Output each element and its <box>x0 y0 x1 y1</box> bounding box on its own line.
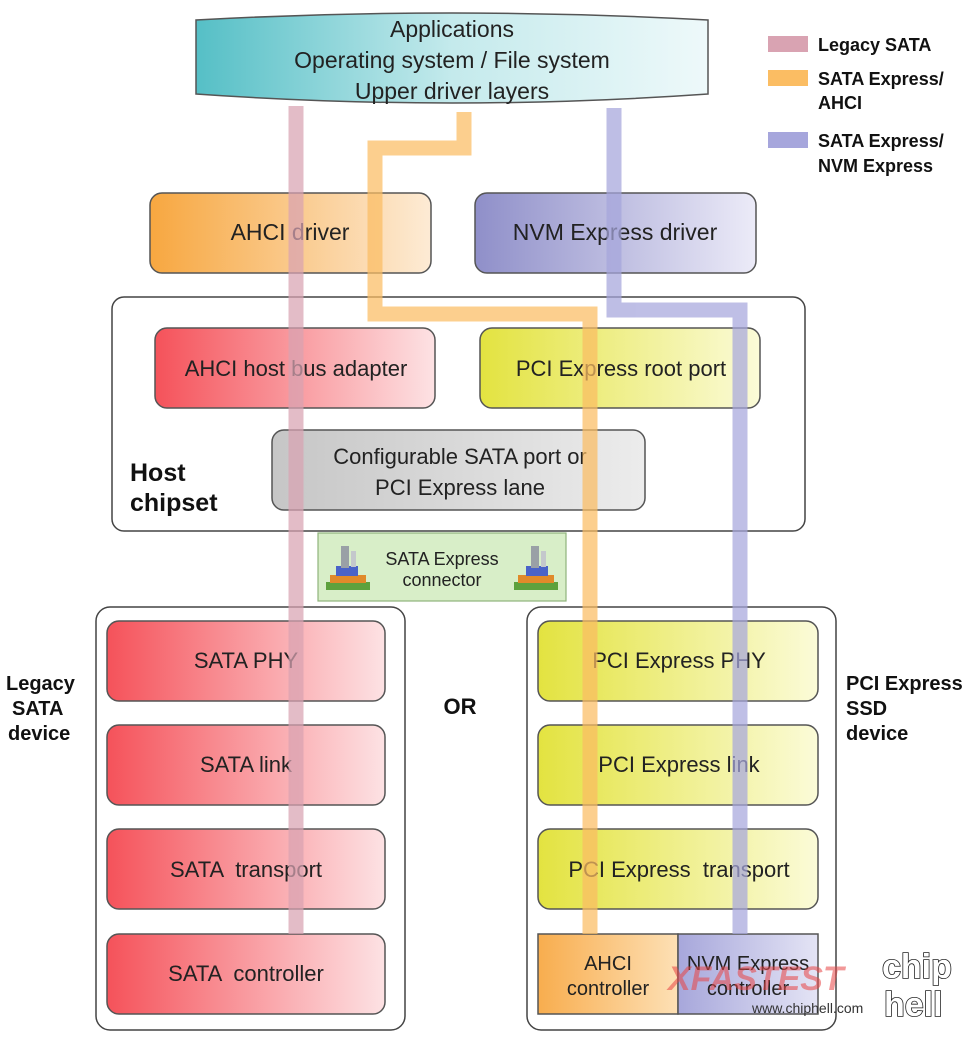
or-label: OR <box>444 694 477 719</box>
sata-transport-box: SATA transport <box>106 828 386 910</box>
ahci-controller-label-line2: controller <box>567 978 650 1000</box>
legacy-device-label-line2: SATA <box>12 698 63 720</box>
pcie-transport-box: PCI Express transport <box>537 828 819 910</box>
legacy-sata-device-box <box>95 606 406 1031</box>
nvme-controller-box: NVM Express controller <box>677 933 819 1015</box>
legacy-device-label-line1: Legacy <box>6 673 76 695</box>
legend-swatch-legacy-sata <box>768 36 808 52</box>
watermark: XFASTEST www.chiphell.com chip hell <box>666 947 953 1025</box>
host-chipset-label-line1: Host <box>130 459 186 487</box>
watermark-brand-line1: chip <box>882 948 952 986</box>
legend: Legacy SATA SATA Express/ AHCI SATA Expr… <box>768 35 944 176</box>
sata-phy-label: SATA PHY <box>194 648 299 673</box>
pcie-device-label-line2: SSD <box>846 698 887 720</box>
connector-label-line1: SATA Express <box>385 549 498 569</box>
pcie-phy-box: PCI Express PHY <box>537 620 819 702</box>
configurable-port-label-line2: PCI Express lane <box>375 475 545 500</box>
connector-plug-icon-right <box>514 546 558 590</box>
ahci-controller-label-line1: AHCI <box>584 953 632 975</box>
legend-swatch-sata-ahci <box>768 70 808 86</box>
pcie-root-port-label: PCI Express root port <box>516 356 726 381</box>
legend-label-sata-nvme-line2: NVM Express <box>818 156 933 176</box>
sata-link-label: SATA link <box>200 752 293 777</box>
pcie-link-box: PCI Express link <box>537 724 819 806</box>
host-chipset-label-line2: chipset <box>130 489 218 517</box>
nvme-controller-label-line1: NVM Express <box>687 953 809 975</box>
ahci-controller-box: AHCI controller <box>537 933 679 1015</box>
watermark-url: www.chiphell.com <box>751 1000 863 1016</box>
legacy-device-label-line3: device <box>8 723 70 745</box>
legend-label-sata-ahci-line2: AHCI <box>818 93 862 113</box>
pcie-ssd-device-box <box>526 606 837 1031</box>
upper-driver-layers-label: Upper driver layers <box>355 78 549 104</box>
pcie-device-label-line1: PCI Express <box>846 673 963 695</box>
legend-label-sata-ahci-line1: SATA Express/ <box>818 69 944 89</box>
pcie-device-label-line3: device <box>846 723 908 745</box>
legend-label-legacy-sata: Legacy SATA <box>818 35 931 55</box>
configurable-port-label-line1: Configurable SATA port or <box>333 444 587 469</box>
pcie-root-port-box: PCI Express root port <box>479 327 761 409</box>
connector-plug-icon-left <box>326 546 370 590</box>
sata-express-ahci-path <box>367 112 598 934</box>
os-filesystem-label: Operating system / File system <box>294 47 610 73</box>
applications-label: Applications <box>390 16 514 42</box>
connector-label-line2: connector <box>402 570 481 590</box>
legend-swatch-sata-nvme <box>768 132 808 148</box>
sata-controller-label: SATA controller <box>168 961 324 986</box>
applications-box: Applications Operating system / File sys… <box>195 12 709 104</box>
sata-link-box: SATA link <box>106 724 386 806</box>
pcie-transport-label: PCI Express transport <box>568 857 789 882</box>
legend-label-sata-nvme-line1: SATA Express/ <box>818 131 944 151</box>
sata-phy-box: SATA PHY <box>106 620 386 702</box>
configurable-port-box: Configurable SATA port or PCI Express la… <box>271 429 646 511</box>
watermark-logo: XFASTEST <box>666 960 847 998</box>
nvme-controller-label-line2: controller <box>707 978 790 1000</box>
sata-controller-box: SATA controller <box>106 933 386 1015</box>
watermark-brand-line2: hell <box>884 986 943 1024</box>
sata-express-nvme-path <box>606 108 748 934</box>
